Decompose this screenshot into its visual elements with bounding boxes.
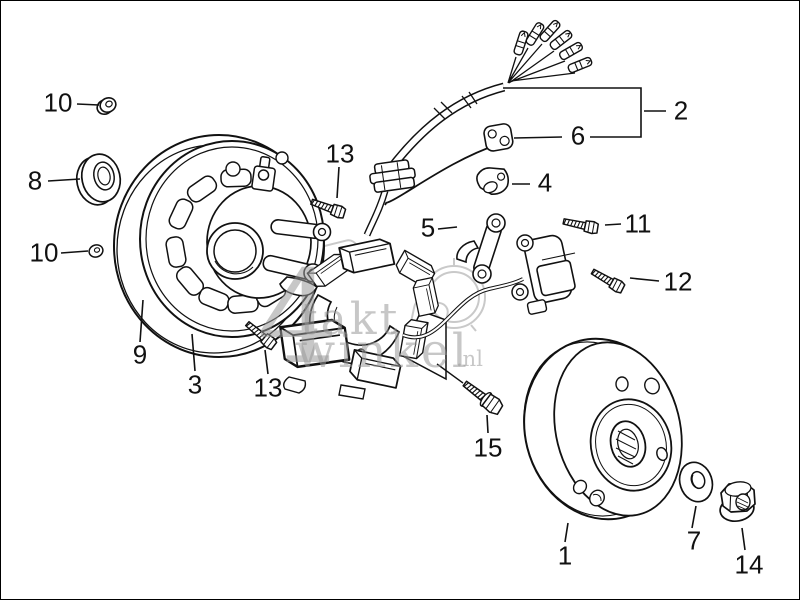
stay-bracket [456,213,506,284]
callout-4: 4 [537,167,553,198]
bolt-12 [588,265,627,295]
callout-1: 1 [557,540,573,571]
special-washer [678,461,714,503]
cord-clamp [476,167,510,195]
thin-lead-wire [384,143,500,206]
callout-11: 11 [624,208,652,239]
callout-6: 6 [570,120,586,151]
oil-seal [75,153,122,206]
washer-bottom [88,244,104,258]
bolt-11 [561,214,600,236]
callout-13-lower: 13 [253,372,283,403]
callout-7: 7 [686,525,702,556]
flywheel-rotor [523,337,683,521]
callout-12: 12 [663,266,693,297]
callout-3: 3 [187,369,203,400]
callout-10-bottom: 10 [29,237,59,268]
callout-13-upper: 13 [325,138,355,169]
washer-top [96,97,117,115]
callout-8: 8 [27,165,43,196]
leader-lines [47,87,746,551]
backing-plate-fan [139,140,325,338]
callout-14: 14 [734,549,764,580]
bracket-2 [503,87,642,138]
bullet-connectors [507,18,594,84]
callout-2: 2 [673,95,689,126]
flange-nut [719,481,756,523]
harness-grommet [369,159,416,193]
stator-foot-tabs [282,376,366,400]
callout-15: 15 [473,432,503,463]
callout-5: 5 [420,212,436,243]
callout-9: 9 [132,339,148,370]
pickup-coil-assembly [402,234,576,340]
callout-10-top: 10 [43,87,73,118]
bolt-15 [459,376,506,418]
wire-harness [363,18,594,237]
harness-clamp [483,123,514,152]
